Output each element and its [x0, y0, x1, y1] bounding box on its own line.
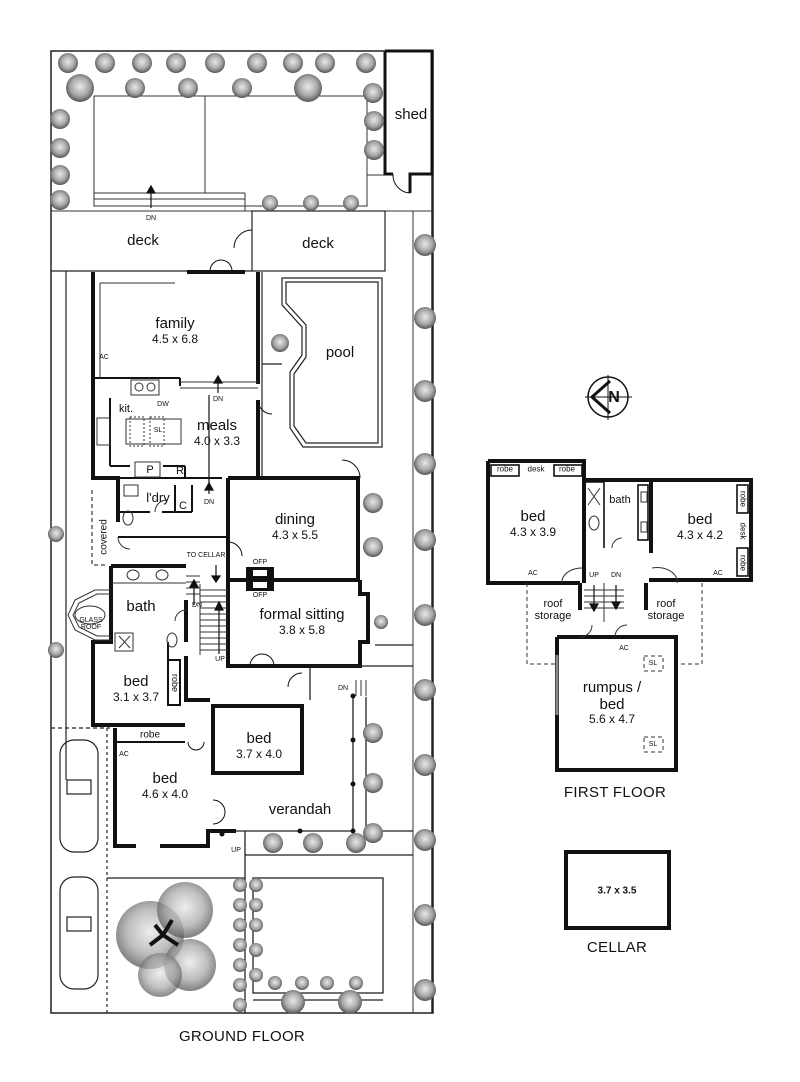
cellar-title: CELLAR	[586, 938, 648, 956]
robe-label: robe	[139, 729, 161, 741]
room-dims-bed-3: 4.6 x 4.0	[141, 786, 189, 801]
stairs-down-label: DN	[145, 215, 157, 223]
ground-floor-title: GROUND FLOOR	[178, 1027, 306, 1045]
open-fireplace-label: OFP	[252, 592, 268, 600]
fridge-label: R	[176, 464, 184, 477]
room-label-bath: bath	[126, 597, 156, 615]
stairs-down-label: DN	[610, 572, 622, 580]
room-label-bed-ff-2: bed 4.3 x 4.2	[676, 511, 724, 542]
room-label-formal-sitting: formal sitting 3.8 x 5.8	[259, 606, 345, 637]
room-label-kitchen: kit.	[118, 402, 134, 415]
skylight-label: SL	[648, 741, 658, 749]
stairs-down-label: DN	[212, 396, 224, 404]
room-dims-dining: 4.3 x 5.5	[271, 527, 319, 542]
room-label-bed-2: bed 3.7 x 4.0	[235, 730, 283, 761]
stairs-up-label: UP	[215, 656, 225, 664]
room-dims-bed-1: 3.1 x 3.7	[112, 689, 160, 704]
room-dims-bed-ff-2: 4.3 x 4.2	[676, 527, 724, 542]
shrubs	[48, 53, 436, 1014]
room-label-bed-3: bed 4.6 x 4.0	[141, 770, 189, 801]
robe-label: robe	[558, 464, 576, 474]
room-dims-bed-ff-1: 4.3 x 3.9	[509, 524, 557, 539]
ac-unit-label: AC	[99, 354, 109, 362]
room-dims-family: 4.5 x 6.8	[151, 331, 199, 346]
robe-label: robe	[169, 673, 180, 693]
tree-canopy	[116, 882, 216, 997]
room-label-bed-1: bed 3.1 x 3.7	[112, 673, 160, 704]
open-fireplace-label: OFP	[252, 559, 268, 567]
glass-roof-label: GLASS	[79, 617, 103, 625]
room-label-bath-ff: bath	[609, 493, 631, 506]
room-label-laundry: l'dry	[146, 489, 170, 505]
room-label-dining: dining 4.3 x 5.5	[271, 511, 319, 542]
desk-label: desk	[527, 464, 545, 474]
stairs-up-label: UP	[589, 572, 599, 580]
room-label-verandah: verandah	[268, 800, 332, 818]
room-label-deck-right: deck	[302, 234, 334, 252]
skylight-label: SL	[153, 427, 163, 435]
robe-label: robe	[496, 464, 514, 474]
room-dims-rumpus: 5.6 x 4.7	[588, 711, 636, 726]
dishwasher-label: DW	[157, 401, 169, 409]
room-label-bed-ff-1: bed 4.3 x 3.9	[509, 508, 557, 539]
stairs-down-label: DN	[337, 685, 349, 693]
ac-unit-label: AC	[528, 570, 538, 578]
covered-area-label: covered	[98, 519, 110, 555]
room-label-roof-storage-right: roof storage	[647, 597, 685, 622]
compass-north-label: N	[608, 389, 620, 407]
skylight-label: SL	[648, 660, 658, 668]
stairs-down-label: DN	[203, 499, 215, 507]
room-dims-bed-2: 3.7 x 4.0	[235, 746, 283, 761]
room-label-family: family 4.5 x 6.8	[151, 315, 199, 346]
first-floor-title: FIRST FLOOR	[563, 783, 667, 801]
stairs-down-label: DN	[191, 602, 203, 610]
stairs-up-label: UP	[231, 847, 241, 855]
desk-label: desk	[738, 522, 748, 540]
room-label-deck-left: deck	[127, 231, 159, 249]
room-dims-meals: 4.0 x 3.3	[193, 433, 241, 448]
room-label-pool: pool	[325, 343, 355, 361]
glass-roof-label: ROOF	[80, 624, 102, 632]
pantry-label: P	[146, 463, 154, 476]
ac-unit-label: AC	[619, 645, 629, 653]
ac-unit-label: AC	[119, 751, 129, 759]
room-dims-formal-sitting: 3.8 x 5.8	[278, 622, 326, 637]
robe-label: robe	[738, 490, 748, 508]
room-label-meals: meals 4.0 x 3.3	[193, 417, 241, 448]
to-cellar-label: TO CELLAR	[186, 552, 226, 560]
ac-unit-label: AC	[713, 570, 723, 578]
north-compass	[585, 375, 632, 420]
room-dims-cellar: 3.7 x 3.5	[597, 885, 637, 897]
room-label-roof-storage-left: roof storage	[534, 597, 572, 622]
room-label-shed: shed	[394, 105, 428, 123]
cupboard-label: C	[179, 499, 187, 512]
robe-label: robe	[738, 554, 748, 572]
room-label-rumpus-bed: rumpus / bed 5.6 x 4.7	[582, 678, 642, 726]
